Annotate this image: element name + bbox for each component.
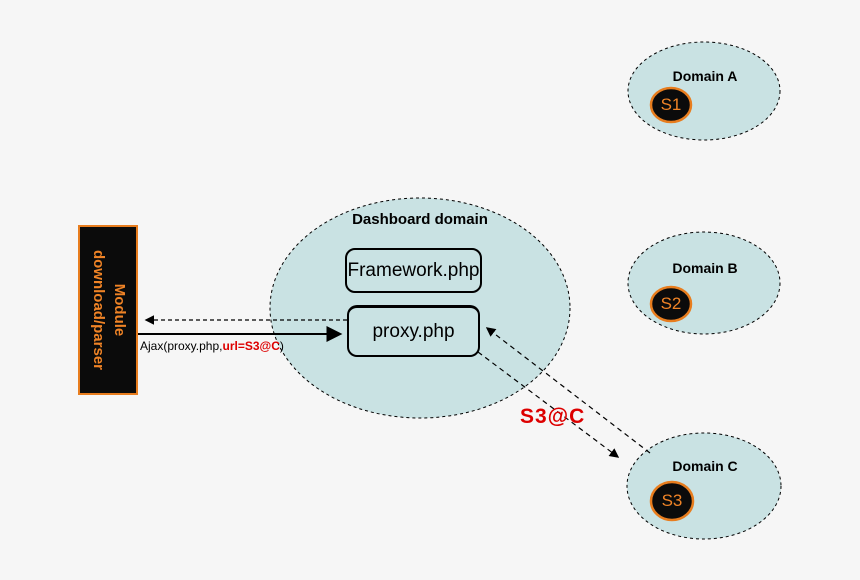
module-downloader-box: Module download/parser [78, 225, 138, 395]
server-s3-node [649, 480, 695, 522]
server-s3-label: S3 [661, 491, 683, 510]
domain-a-label: Domain A [672, 68, 738, 84]
server-s1-label: S1 [660, 95, 682, 114]
ajax-call-label: Ajax(proxy.php,url=S3@C) [140, 339, 284, 354]
domain-b-label: Domain B [672, 260, 738, 276]
domain-c-ellipse [626, 432, 782, 540]
server-s1-node [649, 86, 693, 124]
module-downloader-label: Module download/parser [86, 227, 130, 393]
domain-b-ellipse [627, 231, 781, 335]
domain-c-to-proxy-response-arrow [485, 327, 651, 454]
dashboard-domain-title: Dashboard domain [352, 210, 488, 228]
framework-php-label: Framework.php [347, 259, 480, 281]
server-s2-node [649, 285, 693, 323]
ajax-call-url-highlight: url=S3@C [222, 339, 280, 353]
server-s2-label: S2 [660, 294, 682, 313]
s3c-response-label: S3@C [520, 405, 586, 428]
module-label-line2: download/parser [90, 249, 107, 371]
proxy-php-box: proxy.php [347, 305, 480, 357]
ajax-call-prefix: Ajax(proxy.php, [140, 339, 223, 353]
framework-php-box: Framework.php [345, 248, 482, 293]
domain-c-label: Domain C [672, 458, 738, 474]
domain-a-ellipse [627, 41, 781, 141]
proxy-to-domain-c-request-arrow [477, 351, 620, 458]
proxy-php-label: proxy.php [372, 320, 455, 342]
module-label-line1: Module [111, 283, 128, 337]
ajax-call-suffix: ) [279, 339, 284, 353]
